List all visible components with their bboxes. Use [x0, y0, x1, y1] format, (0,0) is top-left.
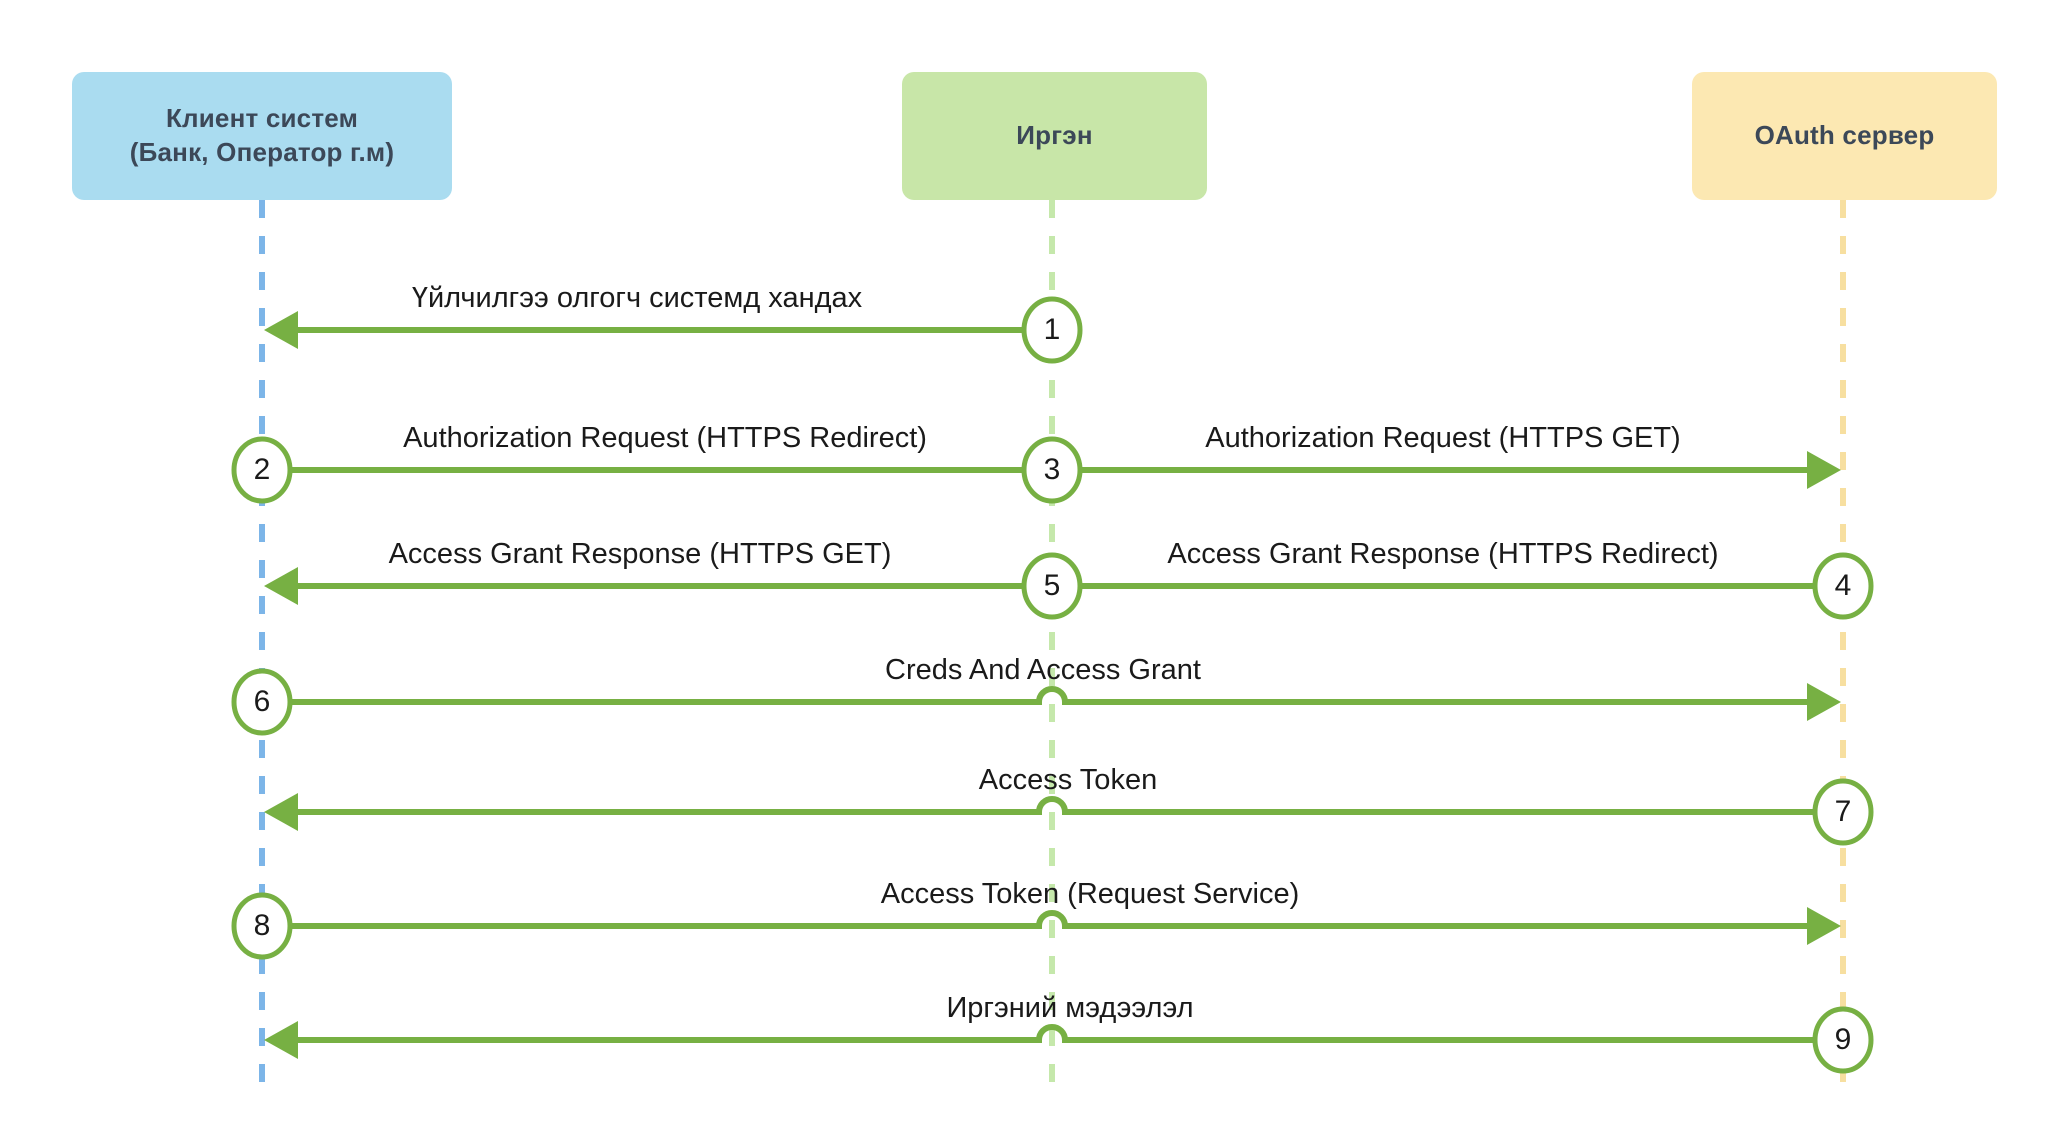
sequence-marker-8 [231, 892, 293, 960]
arrowhead-7 [264, 793, 298, 831]
message-label-7: Access Token [978, 764, 1158, 796]
message-line-8 [290, 910, 1819, 929]
message-label-6: Creds And Access Grant [885, 654, 1201, 686]
message-label-1: Үйлчилгээ олгогч системд хандах [411, 282, 863, 314]
message-line-9 [286, 1024, 1815, 1043]
sequence-marker-2 [231, 436, 293, 504]
actor-box-oauth: OAuth сервер [1692, 72, 1997, 200]
actor-box-citizen: Иргэн [902, 72, 1207, 200]
actor-box-client: Клиент систем (Банк, Оператор г.м) [72, 72, 452, 200]
sequence-marker-6 [231, 668, 293, 736]
sequence-marker-4 [1812, 552, 1874, 620]
message-line-6 [290, 686, 1819, 705]
message-label-9: Иргэний мэдээлэл [946, 992, 1194, 1024]
actor-label-client: Клиент систем (Банк, Оператор г.м) [129, 103, 395, 167]
message-label-5: Access Grant Response (HTTPS GET) [388, 538, 892, 570]
sequence-marker-5 [1021, 552, 1083, 620]
messages-group [231, 296, 1874, 1074]
arrowhead-9 [264, 1021, 298, 1059]
arrowhead-3 [1807, 451, 1841, 489]
sequence-marker-9 [1812, 1006, 1874, 1074]
actor-label-citizen: Иргэн [1016, 120, 1093, 151]
sequence-marker-1 [1021, 296, 1083, 364]
sequence-marker-3 [1021, 436, 1083, 504]
message-label-4: Access Grant Response (HTTPS Redirect) [1167, 538, 1719, 570]
actor-label-oauth: OAuth сервер [1754, 120, 1935, 151]
arrowhead-1 [264, 311, 298, 349]
sequence-marker-7 [1812, 778, 1874, 846]
arrowhead-8 [1807, 907, 1841, 945]
message-label-2: Authorization Request (HTTPS Redirect) [403, 422, 927, 454]
message-line-7 [286, 796, 1815, 815]
arrowhead-6 [1807, 683, 1841, 721]
message-label-8: Access Token (Request Service) [880, 878, 1300, 910]
message-label-3: Authorization Request (HTTPS GET) [1205, 422, 1681, 454]
arrowhead-5 [264, 567, 298, 605]
